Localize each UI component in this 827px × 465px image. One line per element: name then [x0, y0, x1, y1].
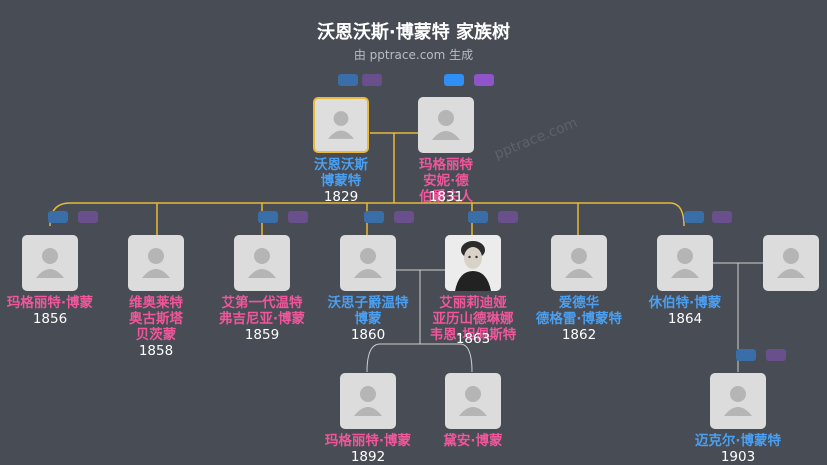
badge-female-root[interactable] [362, 74, 382, 86]
person-icon [777, 248, 805, 278]
badge-male-c1[interactable] [48, 211, 68, 223]
person-icon [565, 248, 593, 278]
person-name: 沃思子爵温特 博蒙 [327, 295, 409, 327]
badge-male-c6[interactable] [684, 211, 704, 223]
badge-male-c3[interactable] [258, 211, 278, 223]
person-name: 迈克尔·博蒙特 [694, 433, 782, 449]
person-label-c6: 休伯特·博蒙 1864 [615, 295, 755, 327]
person-node-c3[interactable] [234, 235, 290, 291]
person-year: 1903 [720, 449, 756, 465]
person-icon [354, 248, 382, 278]
person-year: 1863 [455, 331, 491, 347]
person-name: 休伯特·博蒙 [648, 295, 722, 311]
person-name: 黛安·博蒙 [443, 433, 503, 449]
badge-female-c4s[interactable] [498, 211, 518, 223]
person-name: 维奥莱特 奥古斯塔 贝茨蒙 [129, 295, 183, 343]
person-year: 1858 [138, 343, 174, 359]
person-node-c6[interactable] [657, 235, 713, 291]
person-icon [354, 386, 382, 416]
person-icon [36, 248, 64, 278]
person-name: 爱德华 德格雷·博蒙特 [535, 295, 623, 327]
person-icon [142, 248, 170, 278]
person-node-g3[interactable] [710, 373, 766, 429]
person-label-c3: 艾第一代温特 弗吉尼亚·博蒙 1859 [192, 295, 332, 343]
badge-female-g3[interactable] [766, 349, 786, 361]
person-node-c2[interactable] [128, 235, 184, 291]
person-node-c1[interactable] [22, 235, 78, 291]
person-icon [459, 386, 487, 416]
badge-female-c3[interactable] [288, 211, 308, 223]
badge-male-c4[interactable] [364, 211, 384, 223]
portrait-photo-icon [445, 235, 501, 291]
person-label-c5: 爱德华 德格雷·博蒙特 1862 [509, 295, 649, 343]
person-label-c4: 沃思子爵温特 博蒙 1860 [298, 295, 438, 343]
badge-female-spouse[interactable] [474, 74, 494, 86]
badge-female-c4[interactable] [394, 211, 414, 223]
person-year: 1859 [244, 327, 280, 343]
person-year: 1856 [32, 311, 68, 327]
person-icon [328, 111, 354, 139]
person-name: 玛格丽特·博蒙 [324, 433, 412, 449]
person-node-c5[interactable] [551, 235, 607, 291]
person-year: 1860 [350, 327, 386, 343]
badge-female-c6[interactable] [712, 211, 732, 223]
person-node-c6-spouse[interactable] [763, 235, 819, 291]
person-photo-c4s[interactable] [445, 235, 501, 291]
person-node-c4[interactable] [340, 235, 396, 291]
person-label-c4s: 艾丽莉迪娅 亚历山德琳娜 韦恩-坦佩斯特 1863 [403, 295, 543, 347]
person-year: 1829 [323, 189, 359, 205]
person-label-spouse: 玛格丽特 安妮·德 伯爵夫人 1831 [376, 157, 516, 205]
person-label-g2: 黛安·博蒙 [403, 433, 543, 449]
badge-male-root[interactable] [338, 74, 358, 86]
person-name: 玛格丽特 安妮·德 伯爵夫人 [419, 157, 473, 205]
page-subtitle: 由 pptrace.com 生成 [353, 48, 474, 62]
person-node-root[interactable] [313, 97, 369, 153]
person-node-g2[interactable] [445, 373, 501, 429]
person-icon [248, 248, 276, 278]
person-year: 1831 [428, 189, 464, 205]
person-label-c2: 维奥莱特 奥古斯塔 贝茨蒙 1858 [86, 295, 226, 359]
person-node-g1[interactable] [340, 373, 396, 429]
person-label-g3: 迈克尔·博蒙特 1903 [668, 433, 808, 465]
badge-female-c1[interactable] [78, 211, 98, 223]
person-icon [671, 248, 699, 278]
person-name: 沃恩沃斯 博蒙特 [314, 157, 368, 189]
badge-male-g3[interactable] [736, 349, 756, 361]
person-year: 1864 [667, 311, 703, 327]
person-icon [432, 110, 460, 140]
person-name: 艾第一代温特 弗吉尼亚·博蒙 [218, 295, 306, 327]
person-node-spouse[interactable] [418, 97, 474, 153]
person-year: 1862 [561, 327, 597, 343]
person-label-g1: 玛格丽特·博蒙 1892 [298, 433, 438, 465]
person-label-root: 沃恩沃斯 博蒙特 1829 [271, 157, 411, 205]
person-label-c1: 玛格丽特·博蒙 1856 [0, 295, 120, 327]
page-title: 沃恩沃斯·博蒙特 家族树 [316, 22, 511, 43]
person-name: 玛格丽特·博蒙 [6, 295, 94, 311]
person-year: 1892 [350, 449, 386, 465]
badge-male-spouse[interactable] [444, 74, 464, 86]
badge-male-c4s[interactable] [468, 211, 488, 223]
person-name: 艾丽莉迪娅 亚历山德琳娜 韦恩-坦佩斯特 [429, 295, 517, 343]
person-icon [724, 386, 752, 416]
